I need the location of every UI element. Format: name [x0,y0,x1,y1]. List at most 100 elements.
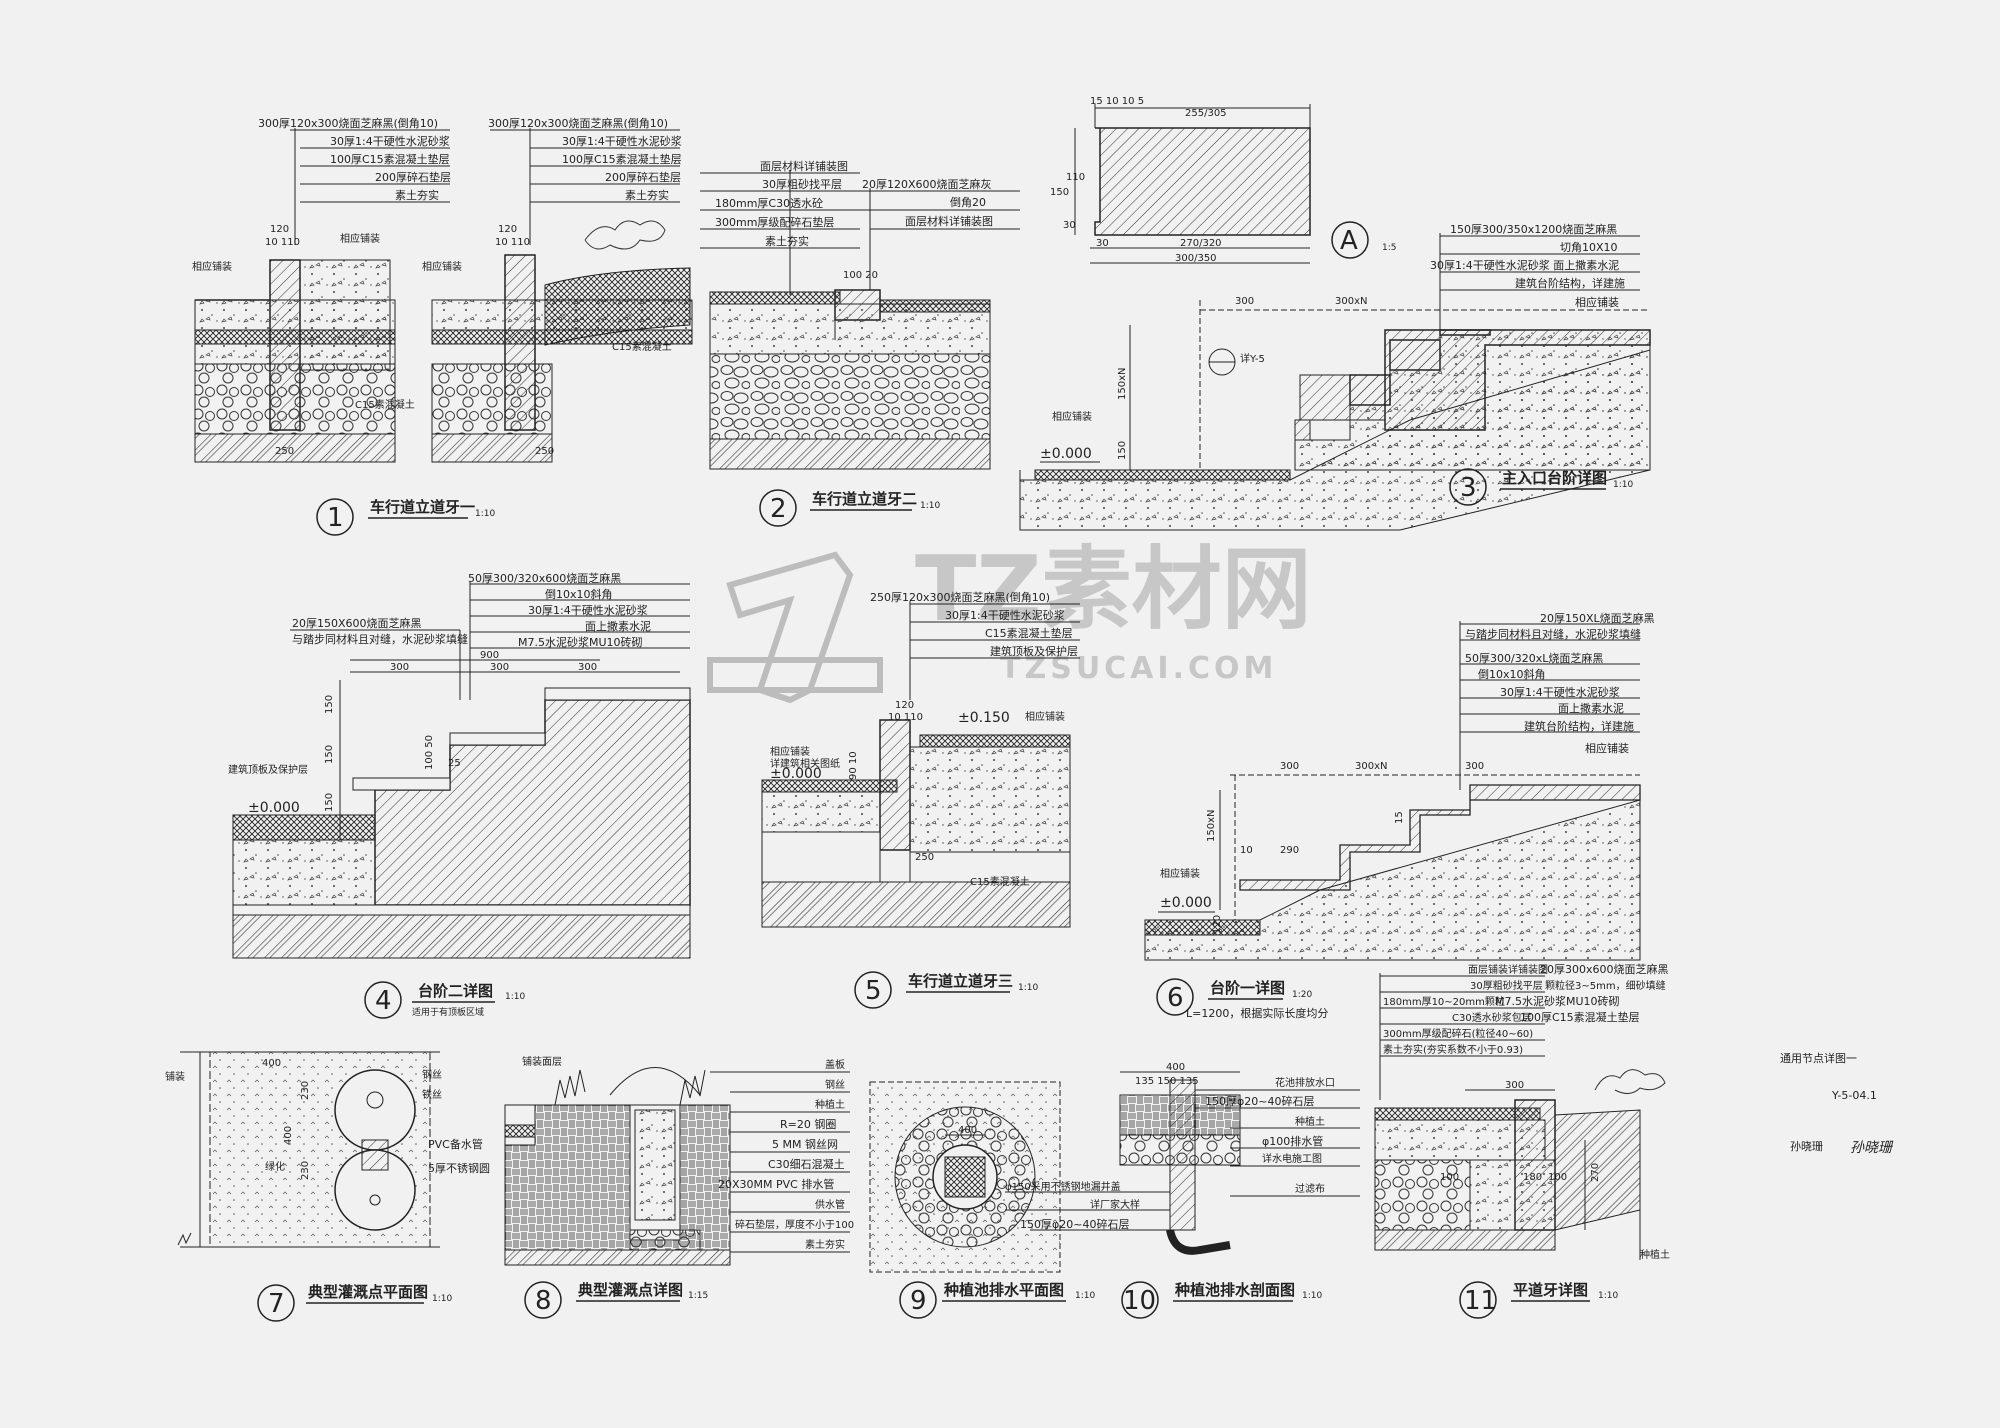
detail-5-title-block: 5 车行道立道牙三 1:10 [854,971,1038,1009]
detail-9-note-1: φ150采用不锈钢地漏井盖 [1005,1180,1121,1193]
detail-2-title: 车行道立道牙二 [812,490,917,508]
detail-6-dim-290: 290 [1280,845,1299,856]
detail-3-title-block: 3 主入口台阶详图 1:10 [1449,468,1633,506]
detail-5-section: 120 10 110 250 相应铺装 相应铺装 详建筑相关图纸 ±0.150 … [761,700,1071,928]
sheet-code: Y-5-04.1 [1831,1089,1877,1102]
detail-2-number-circle [759,489,797,527]
detail-10-note-2: 150厚φ20~40碎石层 [1205,1094,1314,1108]
detail-2-title-block: 2 车行道立道牙二 1:10 [759,489,940,527]
detail-4-number-circle [364,981,402,1019]
detail-a-dim-30b: 30 [1096,238,1109,249]
detail-5-label-architecture: 详建筑相关图纸 [770,757,840,770]
detail-6-dim-15: 15 [1394,811,1405,824]
detail-4-note-3: 30厚1:4干硬性水泥砂浆 [528,603,648,617]
detail-5-number: 5 [865,976,882,1006]
detail-1-callouts: 300厚120x300烧面芝麻黑(倒角10) 30厚1:4干硬性水泥砂浆 100… [258,116,682,245]
detail-5-curb-three: 250厚120x300烧面芝麻黑(倒角10) 30厚1:4干硬性水泥砂浆 C15… [761,590,1080,1009]
detail-3-number: 3 [1460,473,1477,503]
detail-1-label-c15: C15素混凝土 [355,398,415,411]
detail-4-dim-900: 900 [480,650,499,661]
detail-2-note-2: 30厚粗砂找平层 [762,177,842,191]
detail-8-title: 典型灌溉点详图 [578,1281,683,1299]
detail-11-note-3: 30厚粗砂找平层 [1470,979,1543,992]
detail-1-number-circle [316,498,354,536]
detail-11-dim-100b: 100 [1548,1172,1567,1183]
detail-5-number-circle [854,971,892,1009]
detail-1-note-2: 30厚1:4干硬性水泥砂浆 [330,134,450,148]
detail-1-note-5: 素土夯实 [395,188,439,202]
detail-4-dim-150c: 150 [324,793,335,812]
detail-a-stone-profile: 255/305 15 10 10 5 150 110 30 270/320 30… [1050,96,1396,264]
detail-a-dim-top: 255/305 [1185,108,1227,119]
detail-3-dim-150: 150 [1117,441,1128,460]
detail-2-note-4: 300mm厚级配碎石垫层 [715,215,834,229]
detail-8-section: 铺装面层 [504,1055,731,1266]
detail-7-dim-400b: 400 [283,1126,294,1145]
detail-10-planter-drain-section: 400 135 150 135 花池排放水口 150厚φ20~40碎石层 种植土… [1119,1062,1360,1319]
detail-4-number: 4 [375,986,392,1016]
detail-8-scale: 1:15 [688,1291,708,1301]
detail-8-note-1: 盖板 [825,1058,845,1071]
detail-1b-label-c15: C15素混凝土 [612,340,672,353]
detail-1-scale: 1:10 [475,509,495,519]
detail-8-number: 8 [535,1286,552,1316]
detail-1-number: 1 [327,503,344,533]
detail-1b-note-1: 300厚120x300烧面芝麻黑(倒角10) [488,116,668,130]
detail-2-note-8: 面层材料详铺装图 [905,214,993,228]
detail-10-number-circle [1121,1281,1159,1319]
detail-11-flat-curb: 面层铺装详铺装图 20厚300x600烧面芝麻黑 30厚粗砂找平层 颗粒径3~5… [1374,962,1670,1319]
detail-5-label-c15: C15素混凝土 [970,875,1030,888]
detail-6-dim-300n: 300xN [1355,761,1388,772]
detail-3-elev: ±0.000 [1040,446,1092,462]
detail-10-note-3: 种植土 [1295,1115,1325,1128]
detail-2-scale: 1:10 [920,501,940,511]
detail-3-number-circle [1449,468,1487,506]
detail-a-dim-left: 15 10 10 5 [1090,96,1144,107]
detail-4-dim-300c: 300 [578,662,597,673]
detail-11-number: 11 [1464,1286,1497,1316]
detail-8-note-5: 5 MM 钢丝网 [772,1138,838,1151]
detail-a-scale: 1:5 [1382,243,1396,253]
detail-5-dim-90: 90 10 [848,751,859,780]
detail-10-dim-135: 135 150 135 [1135,1076,1199,1087]
detail-3-ref-text: 详Y-5 [1240,352,1265,365]
detail-6-number: 6 [1167,983,1184,1013]
detail-11-dim-100: 100 [1440,1172,1459,1183]
detail-5-callouts: 250厚120x300烧面芝麻黑(倒角10) 30厚1:4干硬性水泥砂浆 C15… [870,590,1080,700]
detail-1-dim-110: 10 110 [265,237,300,248]
detail-10-note-4: φ100排水管 [1262,1134,1323,1148]
detail-1-section-left: 120 10 110 250 相应铺装 相应铺装 C15素混凝土 [192,224,415,463]
detail-10-number: 10 [1123,1286,1156,1316]
detail-10-title-block: 10 种植池排水剖面图 1:10 [1121,1281,1322,1319]
detail-6-section: 300 300xN 300 150xN 10 290 15 120 相应铺装 ±… [1144,761,1641,961]
sheet-signature: 孙晓珊 [1850,1140,1894,1156]
detail-1-curb-one: 300厚120x300烧面芝麻黑(倒角10) 30厚1:4干硬性水泥砂浆 100… [192,116,693,536]
detail-7-label-wire-1: 钢丝 [422,1068,442,1081]
detail-6-note-5: 30厚1:4干硬性水泥砂浆 [1500,685,1620,699]
detail-6-note-3: 50厚300/320xL烧面芝麻黑 [1465,651,1603,665]
detail-1-title-block: 1 车行道立道牙一 1:10 [316,498,495,536]
detail-1-section-right: 120 10 110 250 相应铺装 C15素混凝土 [422,220,693,463]
watermark-text-cn: TZ素材网 [915,537,1312,642]
detail-6-dim-300b: 300 [1465,761,1484,772]
detail-6-note-6: 面上撒素水泥 [1558,701,1624,715]
detail-a-letter: A [1340,226,1358,256]
detail-9-dim-400: 400 [958,1125,977,1136]
detail-11-note-1: 面层铺装详铺装图 [1468,963,1548,976]
detail-a-circle [1331,221,1369,259]
detail-3-title: 主入口台阶详图 [1502,469,1607,487]
detail-8-note-7: 20X30MM PVC 排水管 [718,1177,834,1191]
detail-5-note-3: C15素混凝土垫层 [985,626,1073,640]
detail-7-dim-230b: 230 [300,1161,311,1180]
detail-6-dim-300a: 300 [1280,761,1299,772]
detail-7-label-steel: 5厚不锈钢圆 [428,1162,490,1175]
detail-4-step-two: 50厚300/320x600烧面芝麻黑 倒10x10斜角 30厚1:4干硬性水泥… [228,571,691,1019]
detail-11-scale: 1:10 [1598,1291,1618,1301]
detail-1b-note-4: 200厚碎石垫层 [605,170,681,184]
detail-2-dim: 100 20 [843,270,878,281]
detail-3-dim-150n: 150xN [1117,368,1128,401]
detail-10-note-1: 花池排放水口 [1275,1076,1335,1089]
detail-6-dim-150n: 150xN [1206,810,1217,843]
detail-9-title: 种植池排水平面图 [943,1281,1064,1299]
detail-1-label-paving-2: 相应铺装 [192,260,232,273]
